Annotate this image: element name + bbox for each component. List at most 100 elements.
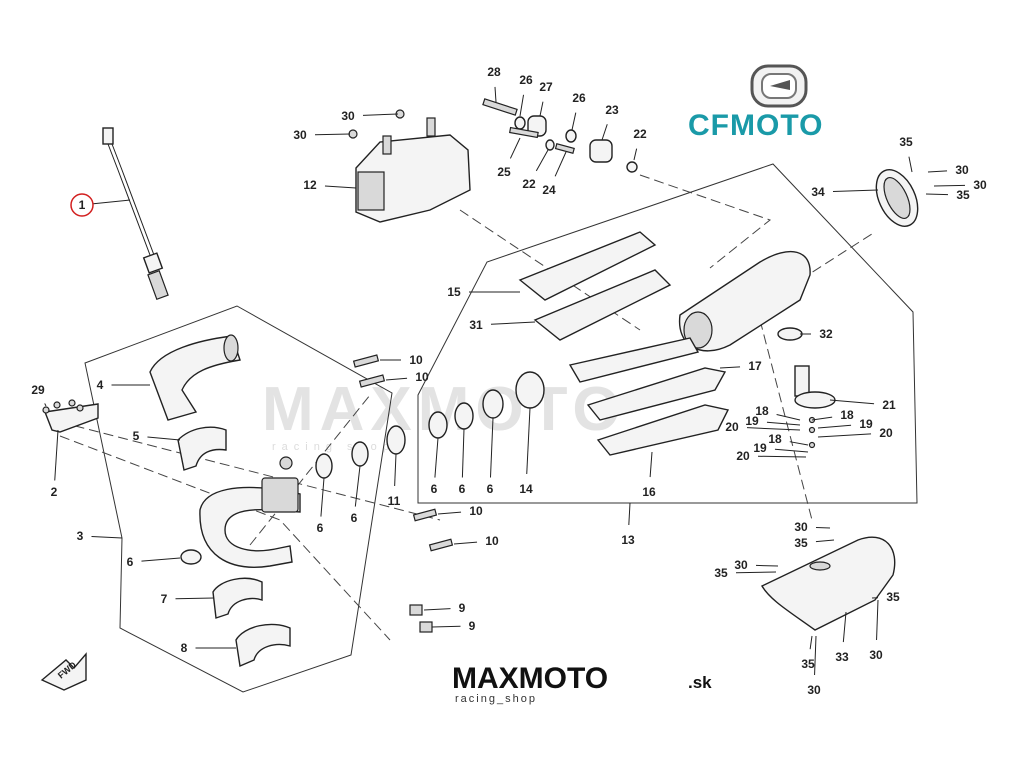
callout-c6f: 6: [487, 482, 494, 496]
cfmoto-emblem-icon: [750, 64, 808, 108]
fwd-arrow-icon: [40, 652, 87, 691]
bracket: [44, 403, 99, 433]
leader-c9b: [431, 625, 461, 628]
leader-c28: [494, 86, 497, 103]
leader-c17: [719, 366, 741, 369]
callout-c10a: 10: [409, 353, 423, 367]
leader-c23: [601, 124, 608, 141]
leader-c34: [832, 189, 879, 192]
leader-c25: [509, 137, 521, 159]
callout-c8: 8: [181, 641, 188, 655]
callout-c16: 16: [642, 485, 656, 499]
callout-c20a: 20: [725, 420, 739, 434]
heat-shield-4: [149, 335, 241, 421]
callout-c10b: 10: [415, 370, 429, 384]
callout-c30g: 30: [869, 648, 883, 662]
callout-c26a: 26: [519, 73, 533, 87]
callout-c34: 34: [811, 185, 825, 199]
callout-c12: 12: [303, 178, 317, 192]
leader-c22a: [535, 149, 549, 172]
callout-c14: 14: [519, 482, 533, 496]
gasket-6-low: [180, 549, 202, 565]
watermark: MAXMOTO racing shop: [262, 375, 621, 453]
maxmoto-domain: .sk: [688, 673, 712, 692]
spring-10-a: [352, 354, 380, 368]
callout-c5: 5: [133, 429, 140, 443]
gasket-6-e: [482, 389, 504, 419]
highlight-ring: [70, 193, 94, 217]
gasket-11: [386, 425, 406, 455]
muffler-part: [568, 250, 811, 383]
callout-c35d: 35: [714, 566, 728, 580]
dash-line-4: [639, 174, 772, 269]
leader-c10b: [385, 377, 408, 381]
gasket-6-b: [351, 441, 369, 467]
gasket-6-a: [315, 453, 333, 479]
callout-c28: 28: [487, 65, 501, 79]
callout-c6c: 6: [351, 511, 358, 525]
callout-c27: 27: [539, 80, 553, 94]
leader-c33: [842, 611, 847, 643]
leader-c21: [829, 399, 875, 405]
leader-c26b: [571, 112, 577, 131]
dash-line-6: [759, 319, 813, 521]
washer-26-b: [565, 129, 577, 143]
gasket-6-d: [454, 402, 474, 430]
callout-c31: 31: [469, 318, 483, 332]
callout-c6a: 6: [127, 555, 134, 569]
leader-c18c: [789, 441, 809, 446]
callout-c26b: 26: [572, 91, 586, 105]
leader-c35b: [925, 193, 949, 196]
leader-c16: [649, 451, 653, 478]
watermark-tagline: racing shop: [272, 441, 395, 453]
top-heat-shield-part: [348, 109, 471, 223]
lower-shields: [586, 367, 730, 456]
callout-c30d: 30: [973, 178, 987, 192]
leader-c35f: [809, 635, 813, 650]
leader-c18b: [811, 416, 833, 421]
callout-c19b: 19: [859, 417, 873, 431]
leader-c27: [539, 101, 544, 117]
leader-c9a: [423, 608, 451, 611]
spring-10-d: [428, 538, 454, 552]
leader-c11: [394, 453, 397, 487]
forward-indicator: FWD: [40, 652, 87, 691]
header-pipe-part: [199, 456, 301, 568]
leader-c30c: [927, 170, 948, 173]
muffler-shield-part: [761, 536, 896, 631]
callout-c6e: 6: [459, 482, 466, 496]
callout-c20c: 20: [736, 449, 750, 463]
callout-c33: 33: [835, 650, 849, 664]
bolt-28: [482, 98, 518, 116]
gaskets: [180, 371, 545, 565]
leader-c30a: [362, 113, 399, 116]
leader-c22b: [633, 148, 638, 161]
sleeve-25: [508, 126, 539, 139]
heat-shield-7: [212, 577, 263, 619]
callout-c10d: 10: [485, 534, 499, 548]
leader-c30d: [933, 184, 966, 187]
shield-17: [586, 367, 727, 421]
shield-15: [518, 231, 657, 301]
clamp-9-a: [409, 604, 423, 616]
callout-c30a: 30: [341, 109, 355, 123]
bracket-23: [589, 139, 613, 163]
header-group-outline: [84, 305, 393, 693]
callout-c19c: 19: [753, 441, 767, 455]
pipe-31: [533, 269, 672, 341]
leader-c6a: [141, 557, 181, 562]
bracket-part: [42, 399, 99, 433]
leader-c29: [44, 403, 47, 407]
springs-clamps: [352, 354, 454, 633]
bolt-24: [554, 143, 575, 154]
maxmoto-wordmark: MAXMOTO: [452, 662, 608, 695]
callout-c3: 3: [77, 529, 84, 543]
mount-hardware: [482, 98, 638, 173]
callout-c30c: 30: [955, 163, 969, 177]
callout-c15: 15: [447, 285, 461, 299]
callout-c7: 7: [161, 592, 168, 606]
callout-c2: 2: [51, 485, 58, 499]
callout-c30b: 30: [293, 128, 307, 142]
callout-c4: 4: [97, 378, 104, 392]
